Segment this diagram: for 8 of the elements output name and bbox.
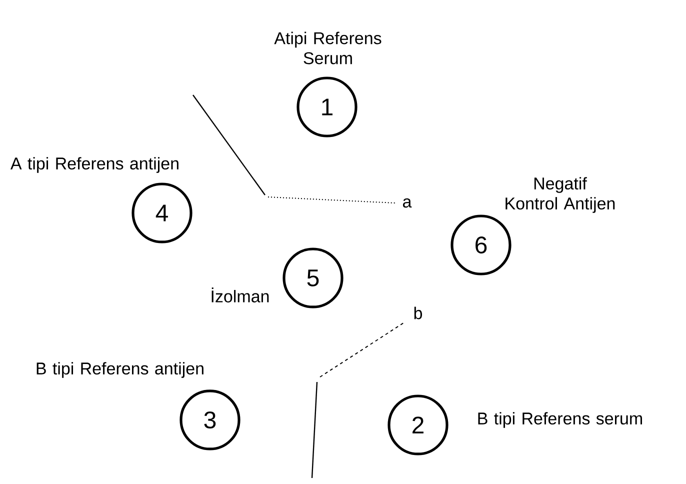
well-label: Negatif Kontrol Antijen (506, 177, 615, 213)
well-label: İzolman (212, 288, 269, 302)
line-label: b (414, 306, 422, 320)
well-label: A tipi Referens antijen (10, 157, 178, 173)
line-label: a (403, 198, 412, 208)
well-label: B tipi Referens antijen (36, 362, 204, 378)
well-label: Atipi Referens Serum (274, 32, 382, 64)
well-label: B tipi Referens serum (478, 412, 642, 428)
